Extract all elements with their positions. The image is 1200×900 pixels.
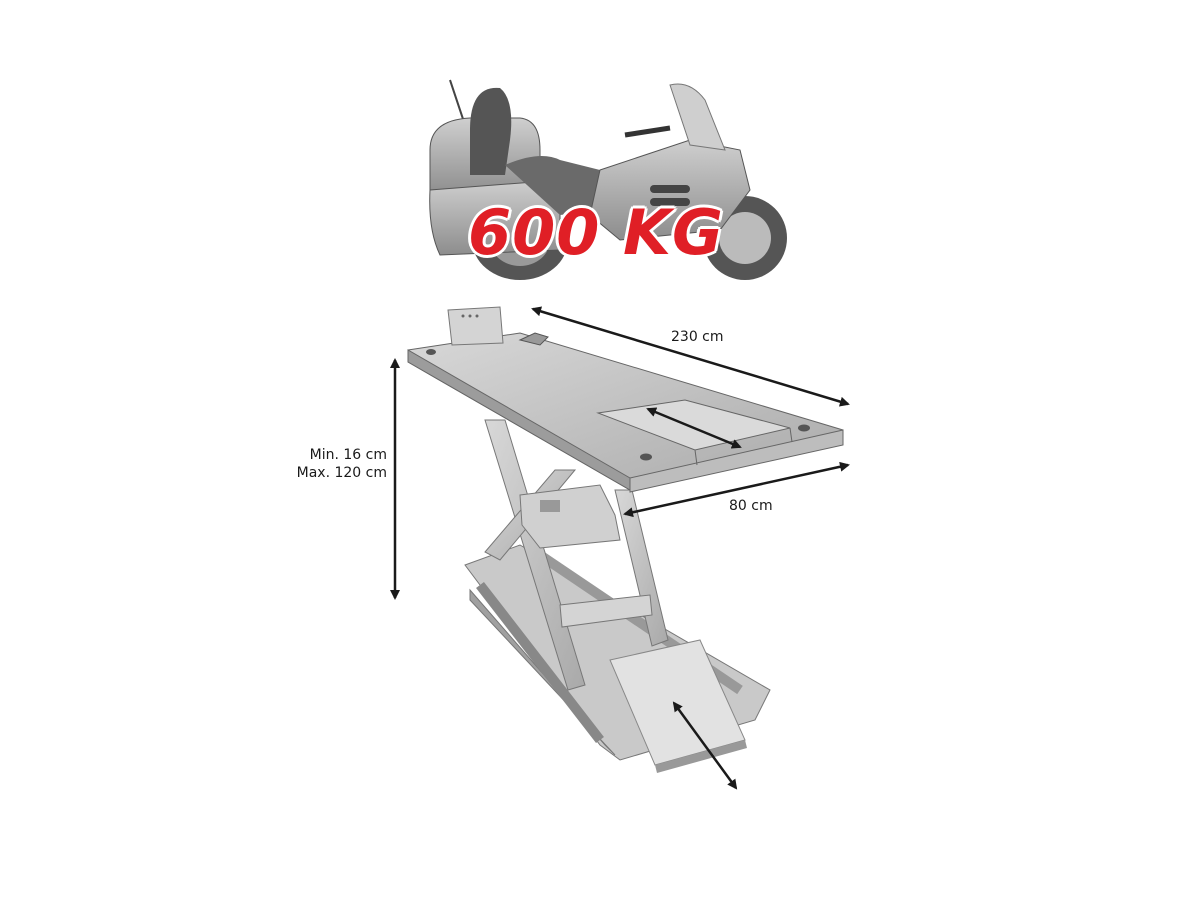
capacity-label: 600 KG [468,196,724,269]
height-range-label: Min. 16 cm Max. 120 cm [297,446,387,482]
height-min-label: Min. 16 cm [309,447,387,463]
motorcycle-lift-illustration [407,306,844,773]
length-arrow [531,306,850,407]
length-label: 230 cm [671,329,724,345]
platform-slide-arrow [646,407,742,449]
height-max-label: Max. 120 cm [296,465,387,481]
width-arrow [623,461,850,518]
ramp-slide-arrow [672,701,738,790]
motorcycle-illustration [429,79,787,280]
dimension-arrows [390,306,850,790]
width-label: 80 cm [729,498,773,514]
